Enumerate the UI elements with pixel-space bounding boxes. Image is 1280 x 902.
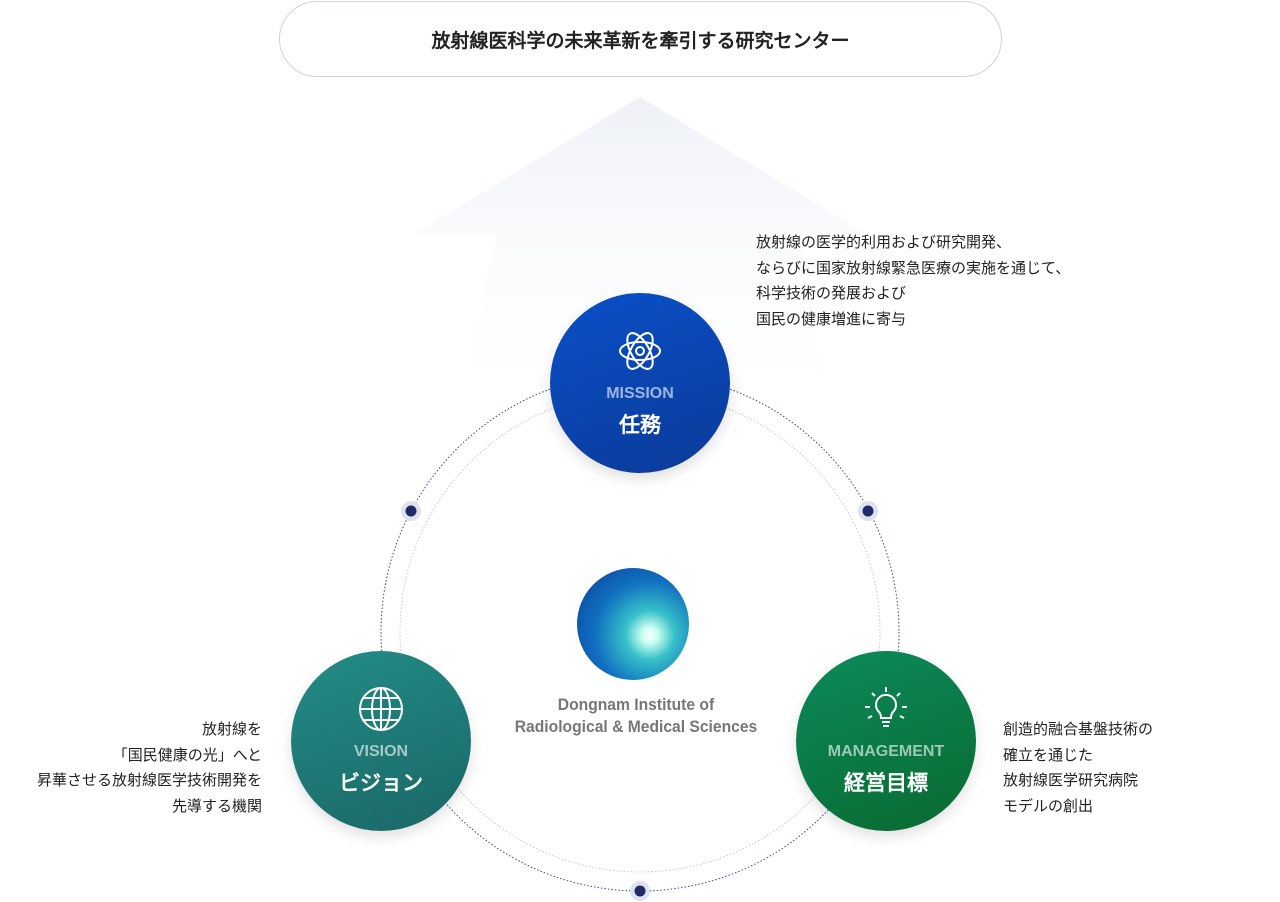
- desc-line: 先導する機関: [171, 796, 262, 815]
- vision-title: ビジョン: [339, 771, 423, 795]
- management-description: 創造的融合基盤技術の 確立を通じた 放射線医学研究病院 モデルの創出: [1003, 717, 1153, 819]
- desc-line: 放射線の医学的利用および研究開発、: [756, 233, 1012, 251]
- institute-logo-text: Dongnam Institute of Radiological & Medi…: [492, 694, 779, 738]
- logo-line: Dongnam Institute of: [557, 695, 715, 714]
- desc-line: 放射線医学研究病院: [1003, 771, 1139, 789]
- headline-text: 放射線医科学の未来革新を牽引する研究センター: [431, 29, 850, 52]
- vision-circle: VISION ビジョン: [291, 651, 471, 831]
- mission-en-label: MISSION: [606, 385, 674, 402]
- ring-dot: [858, 501, 878, 521]
- institute-logo-emblem: [577, 568, 689, 680]
- ring-dot: [630, 881, 650, 901]
- management-circle: MANAGEMENT 経営目標: [796, 651, 976, 831]
- vision-description: 放射線を 「国民健康の光」へと 昇華させる放射線医学技術開発を 先導する機関: [37, 717, 262, 819]
- mission-title: 任務: [619, 413, 661, 437]
- ring-dot: [401, 501, 421, 521]
- mission-description: 放射線の医学的利用および研究開発、 ならびに国家放射線緊急医療の実施を通じて、 …: [756, 230, 1070, 332]
- desc-line: 科学技術の発展および: [756, 284, 907, 302]
- upward-arrow: [413, 97, 868, 430]
- desc-line: 放射線を: [201, 720, 262, 738]
- desc-line: 「国民健康の光」へと: [112, 745, 262, 764]
- desc-line: 国民の健康増進に寄与: [756, 309, 907, 328]
- desc-line: モデルの創出: [1003, 796, 1094, 815]
- desc-line: 創造的融合基盤技術の: [1003, 720, 1154, 738]
- desc-line: 確立を通じた: [1003, 745, 1094, 764]
- globe-icon: [359, 687, 403, 731]
- headline-banner: 放射線医科学の未来革新を牽引する研究センター: [279, 1, 1002, 77]
- logo-line: Radiological & Medical Sciences: [514, 717, 758, 736]
- mission-circle: MISSION 任務: [550, 293, 730, 473]
- desc-line: ならびに国家放射線緊急医療の実施を通じて、: [756, 258, 1071, 277]
- atom-icon: [619, 332, 661, 370]
- vision-en-label: VISION: [353, 743, 409, 760]
- lightbulb-icon: [865, 687, 907, 727]
- management-title: 経営目標: [844, 771, 928, 795]
- management-en-label: MANAGEMENT: [827, 743, 945, 760]
- desc-line: 昇華させる放射線医学技術開発を: [36, 771, 262, 789]
